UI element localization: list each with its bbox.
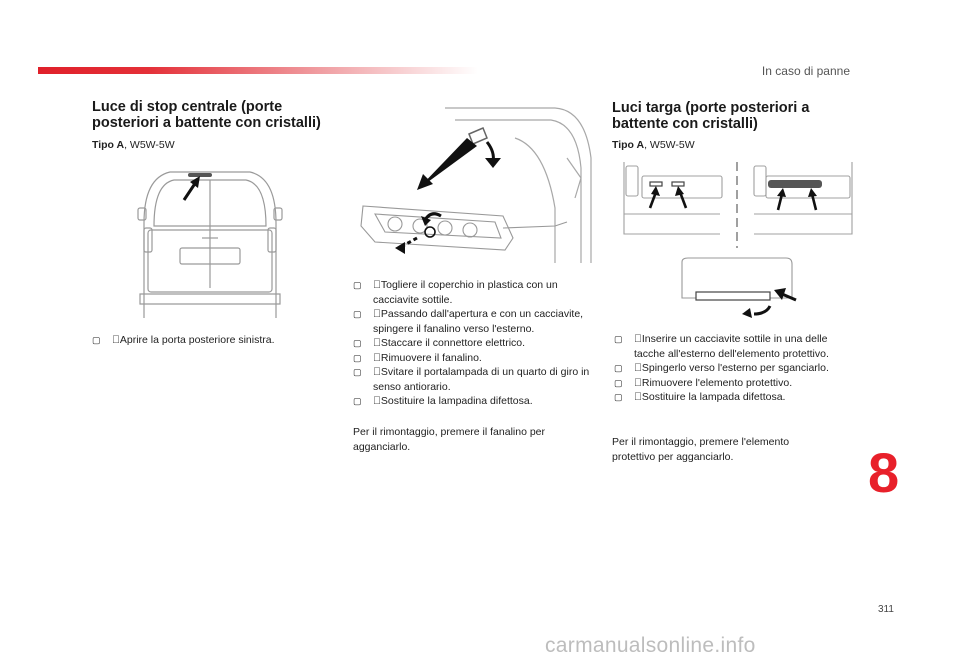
step-text: Rimuovere l'elemento protettivo. xyxy=(641,376,793,389)
step-text: Svitare il portalampada di un quarto di … xyxy=(373,366,590,393)
right-title: Luci targa (porte posteriori a battente … xyxy=(612,100,810,132)
bullet-icon: ▢ xyxy=(92,335,101,345)
step-text: Sostituire la lampadina difettosa. xyxy=(380,395,533,407)
plate-light-illustration xyxy=(623,162,853,318)
list-item: ▢ Rimuovere il fanalino. xyxy=(353,351,593,366)
chapter-color-bar xyxy=(38,67,478,74)
list-item: ▢ Inserire un cacciavite sottile in una d… xyxy=(614,332,859,361)
bullet-icon: ▢ xyxy=(614,377,623,388)
bullet-icon: ▢ xyxy=(614,334,623,344)
list-item: ▢ Sostituire la lampada difettosa. xyxy=(614,390,859,405)
middle-steps: ▢ Togliere il coperchio in plastica con u… xyxy=(353,278,593,409)
step-text: Aprire la porta posteriore sinistra. xyxy=(119,334,275,346)
bullet-icon: ▢ xyxy=(353,338,362,348)
tail-lamp-removal-illustration xyxy=(360,107,592,263)
right-type-label: Tipo A xyxy=(612,139,645,151)
bullet-icon: ▢ xyxy=(614,363,623,373)
list-item: ▢ Aprire la porta posteriore sinistra. xyxy=(92,333,312,348)
van-rear-illustration xyxy=(137,171,283,318)
list-item: ▢ Rimuovere l'elemento protettivo. xyxy=(614,376,859,391)
left-type-label: Tipo A xyxy=(92,139,125,151)
step-text: Inserire un cacciavite sottile in una de… xyxy=(634,333,829,360)
left-type-value: , W5W-5W xyxy=(124,139,175,151)
bullet-icon: ▢ xyxy=(353,367,362,377)
step-text: Togliere il coperchio in plastica con un… xyxy=(373,279,558,306)
list-item: ▢ Spingerlo verso l'esterno per sganciarl… xyxy=(614,361,859,376)
list-item: ▢ Passando dall'apertura e con un cacciav… xyxy=(353,307,593,336)
step-text: Passando dall'apertura e con un cacciavi… xyxy=(373,308,584,335)
list-item: ▢ Staccare il connettore elettrico. xyxy=(353,336,593,351)
right-bulb-type: Tipo A, W5W-5W xyxy=(612,139,695,151)
page-number: 311 xyxy=(878,604,894,615)
bullet-icon: ▢ xyxy=(353,396,362,406)
bullet-icon: ▢ xyxy=(614,392,623,402)
step-text: Staccare il connettore elettrico. xyxy=(380,337,526,349)
right-note: Per il rimontaggio, premere l'elemento p… xyxy=(612,436,790,463)
right-steps: ▢ Inserire un cacciavite sottile in una d… xyxy=(614,332,859,405)
list-item: ▢ Svitare il portalampada di un quarto di… xyxy=(353,365,593,394)
right-type-value: , W5W-5W xyxy=(644,139,695,151)
step-text: Rimuovere il fanalino. xyxy=(380,351,482,364)
bullet-icon: ▢ xyxy=(353,352,362,363)
left-title: Luce di stop centrale (porte posteriori … xyxy=(92,99,321,131)
step-text: Spingerlo verso l'esterno per sganciarlo… xyxy=(641,362,829,374)
chapter-number: 8 xyxy=(868,441,900,504)
bullet-icon: ▢ xyxy=(353,309,362,319)
section-title: In caso di panne xyxy=(761,64,850,78)
middle-note: Per il rimontaggio, premere il fanalino … xyxy=(353,426,546,453)
watermark: carmanualsonline.info xyxy=(545,634,756,657)
list-item: ▢ Sostituire la lampadina difettosa. xyxy=(353,394,593,409)
bullet-icon: ▢ xyxy=(353,280,362,290)
step-text: Sostituire la lampada difettosa. xyxy=(641,391,786,403)
left-bulb-type: Tipo A, W5W-5W xyxy=(92,139,175,151)
list-item: ▢ Togliere il coperchio in plastica con u… xyxy=(353,278,593,307)
left-steps: ▢ Aprire la porta posteriore sinistra. xyxy=(92,333,312,348)
